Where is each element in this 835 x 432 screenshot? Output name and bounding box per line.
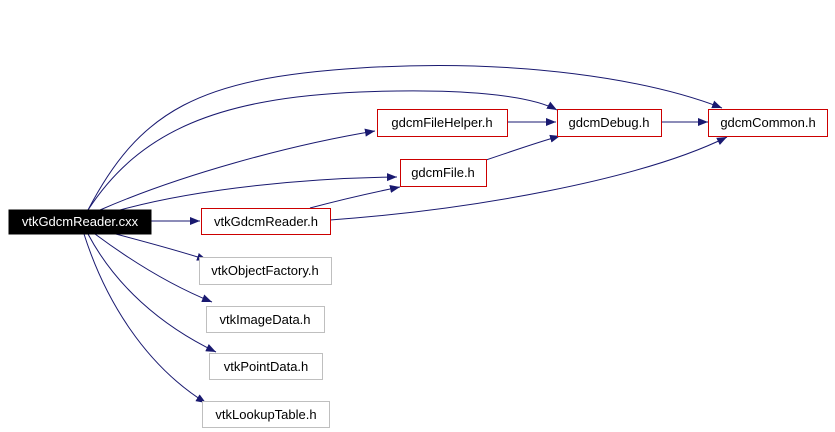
node-vtk-image-data-h: vtkImageData.h: [206, 306, 325, 333]
node-vtk-point-data-h: vtkPointData.h: [209, 353, 323, 380]
node-gdcm-debug-h[interactable]: gdcmDebug.h: [557, 109, 662, 137]
edge-root-to-gdcm-common: [87, 65, 723, 211]
edge-root-to-gdcm-debug: [87, 90, 558, 211]
edge-root-to-vtk-object-factory: [111, 232, 208, 261]
node-label: vtkGdcmReader.cxx: [22, 214, 139, 229]
edge-root-to-vtk-point-data: [87, 233, 217, 353]
node-vtk-gdcm-reader-h[interactable]: vtkGdcmReader.h: [201, 208, 331, 235]
edge-root-to-vtk-lookup-table: [83, 233, 207, 404]
node-vtk-gdcm-reader-cxx[interactable]: vtkGdcmReader.cxx: [8, 209, 152, 235]
node-label: vtkImageData.h: [219, 312, 310, 327]
node-vtk-lookup-table-h: vtkLookupTable.h: [202, 401, 330, 428]
node-gdcm-file-h[interactable]: gdcmFile.h: [400, 159, 487, 187]
edge-root-to-vtk-image-data: [94, 233, 213, 303]
edge-root-to-gdcm-file-helper: [99, 128, 376, 211]
node-label: gdcmFileHelper.h: [391, 115, 492, 130]
node-vtk-object-factory-h: vtkObjectFactory.h: [199, 257, 332, 285]
edge-gdcm-file-to-gdcm-debug: [482, 134, 561, 162]
node-label: vtkObjectFactory.h: [211, 263, 318, 278]
node-label: vtkGdcmReader.h: [214, 214, 318, 229]
node-label: vtkLookupTable.h: [215, 407, 316, 422]
node-label: gdcmFile.h: [411, 165, 475, 180]
node-label: vtkPointData.h: [224, 359, 309, 374]
node-gdcm-common-h[interactable]: gdcmCommon.h: [708, 109, 828, 137]
node-gdcm-file-helper-h[interactable]: gdcmFileHelper.h: [377, 109, 508, 137]
node-label: gdcmCommon.h: [720, 115, 815, 130]
edge-vtk-gdcm-reader-h-to-gdcm-file: [309, 185, 401, 209]
edge-vtk-gdcm-reader-h-to-gdcm-common: [329, 136, 728, 221]
edge-root-to-gdcm-file: [119, 173, 398, 211]
node-label: gdcmDebug.h: [569, 115, 650, 130]
